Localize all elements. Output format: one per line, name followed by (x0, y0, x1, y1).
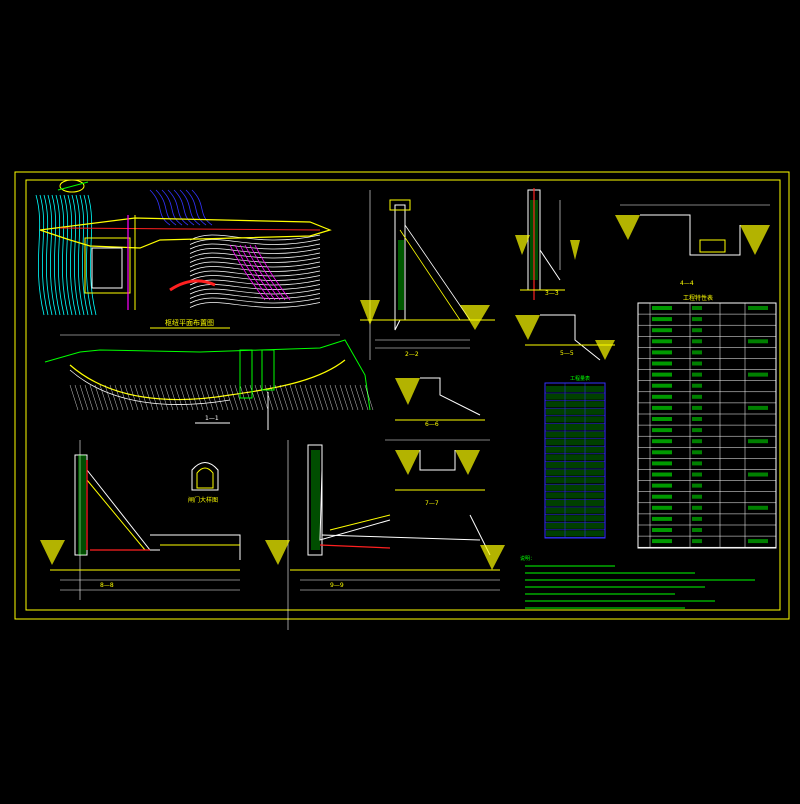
plan-title: 枢纽平面布置图 (165, 318, 214, 327)
section-8-8-title: 8—8 (100, 582, 114, 589)
section-6-6-title: 6—6 (425, 421, 439, 428)
section-4-4: 4—4 (615, 204, 770, 287)
section-3-3: 3—3 (515, 188, 580, 300)
tunnel-detail: 闸门大样图 (188, 462, 219, 504)
outer-frame (14, 171, 790, 620)
section-8-8: 8—8 (40, 440, 241, 600)
inner-frame (25, 179, 781, 611)
section-7-7: 7—7 (385, 439, 490, 507)
section-5-5: 5—5 (515, 314, 615, 361)
plan-view: 枢纽平面布置图 (33, 179, 333, 329)
section-6-6: 6—6 (395, 377, 485, 428)
section-4-4-title: 4—4 (680, 280, 694, 287)
notes-block: 说明： (520, 555, 755, 609)
longitudinal-profile: 1—1 (44, 334, 374, 430)
section-9-9: 9—9 (265, 440, 505, 630)
section-9-9-title: 9—9 (330, 582, 344, 589)
profile-title: 1—1 (205, 415, 219, 422)
section-2-2-title: 2—2 (405, 351, 419, 358)
main-table: 工程特性表 (637, 294, 777, 549)
section-2-2: 2—2 (360, 190, 495, 360)
side-table: 工程量表 (544, 375, 606, 539)
notes-title: 说明： (520, 555, 535, 562)
tunnel-title: 闸门大样图 (188, 496, 218, 504)
section-5-5-title: 5—5 (560, 350, 574, 357)
section-3-3-title: 3—3 (545, 290, 559, 297)
side-table-title: 工程量表 (570, 375, 590, 382)
section-7-7-title: 7—7 (425, 500, 439, 507)
main-table-title: 工程特性表 (683, 294, 713, 302)
